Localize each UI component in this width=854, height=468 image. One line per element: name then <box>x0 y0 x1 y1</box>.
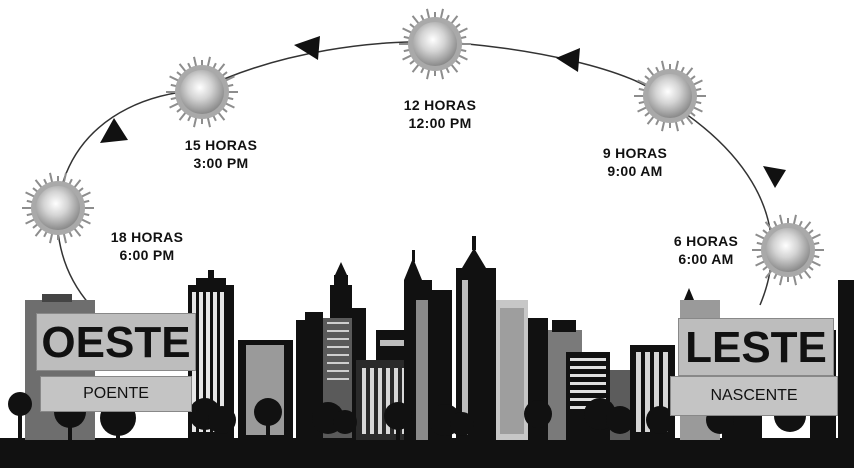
label-12h: 12 HORAS 12:00 PM <box>380 96 500 132</box>
sun-12h-icon <box>399 8 471 80</box>
arrow-icon <box>100 118 128 143</box>
sun-15h-icon <box>166 56 238 128</box>
clock-text: 9:00 AM <box>607 163 663 179</box>
arrows <box>100 36 786 188</box>
label-18h: 18 HORAS 6:00 PM <box>92 228 202 264</box>
sun-9h-icon <box>634 60 706 132</box>
label-6h: 6 HORAS 6:00 AM <box>656 232 756 268</box>
clock-text: 6:00 PM <box>119 247 175 263</box>
arrow-icon <box>556 48 580 72</box>
east-subtitle: NASCENTE <box>670 376 838 416</box>
arrow-icon <box>294 36 320 60</box>
clock-text: 6:00 AM <box>678 251 734 267</box>
arrow-icon <box>763 166 786 188</box>
clock-text: 12:00 PM <box>408 115 472 131</box>
hours-text: 9 HORAS <box>602 145 668 161</box>
hours-text: 18 HORAS <box>110 229 184 245</box>
label-9h: 9 HORAS 9:00 AM <box>580 144 690 180</box>
sun-18h-icon <box>22 172 94 244</box>
east-title: LESTE <box>678 318 834 376</box>
west-title: OESTE <box>36 313 196 371</box>
clock-text: 3:00 PM <box>193 155 249 171</box>
hours-text: 15 HORAS <box>184 137 258 153</box>
hours-text: 12 HORAS <box>403 97 477 113</box>
label-15h: 15 HORAS 3:00 PM <box>166 136 276 172</box>
sun-6h-icon <box>752 214 824 286</box>
west-subtitle: POENTE <box>40 376 192 412</box>
hours-text: 6 HORAS <box>673 233 739 249</box>
